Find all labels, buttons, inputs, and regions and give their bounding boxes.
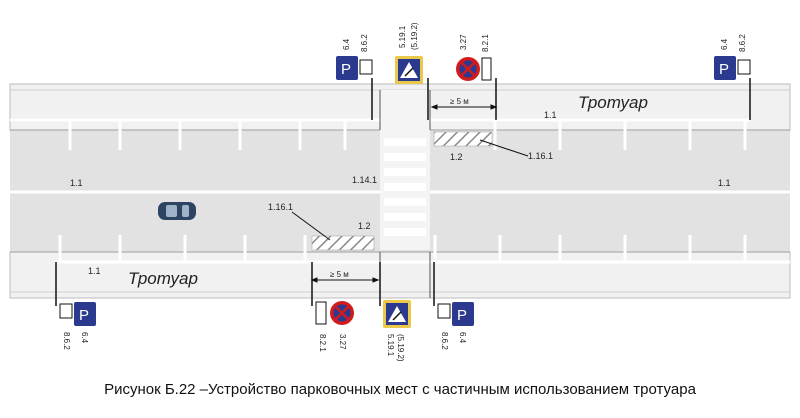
- sign-plate-parking-4: 8.6.2: [440, 332, 449, 350]
- no-stopping-sign-icon: [456, 57, 492, 81]
- parking-stalls-bottom: [58, 235, 747, 262]
- distance-label-top: ≥ 5 м: [450, 97, 469, 106]
- marking-label-center-right: 1.1: [718, 178, 731, 188]
- crosswalk-sign-icon: [395, 56, 423, 84]
- svg-text:P: P: [719, 61, 729, 78]
- car-icon: [158, 202, 196, 220]
- no-stopping-sign-icon: [315, 301, 354, 325]
- svg-text:P: P: [341, 61, 351, 78]
- marking-label-parking-top: 1.2: [450, 152, 463, 162]
- sign-code-parking-4: 6.4: [458, 332, 467, 344]
- marking-label-top-line: 1.1: [544, 110, 557, 120]
- sign-code-parking-3: 6.4: [80, 332, 89, 344]
- sidewalk-label-top: Тротуар: [578, 93, 648, 112]
- sign-code-crossing-top: 5.19.1: [398, 25, 407, 48]
- sign-posts-bottom: [55, 262, 435, 306]
- marking-label-hatch-top: 1.16.1: [528, 151, 553, 161]
- leader-hatch-bottom: [291, 211, 331, 241]
- sign-code-parking-1: 6.4: [342, 38, 351, 50]
- sign-plate-parking-3: 8.6.2: [62, 332, 71, 350]
- hatch-zone-top: [433, 131, 493, 147]
- parking-sign-icon: P: [59, 302, 96, 326]
- sidewalk-label-bottom: Тротуар: [128, 269, 198, 288]
- sign-code-parking-2: 6.4: [720, 38, 729, 50]
- sign-code-crossing-bottom: 5.19.1: [386, 334, 395, 357]
- marking-label-bottom-line: 1.1: [88, 266, 101, 276]
- parking-sign-icon: P: [336, 56, 373, 80]
- marking-label-crosswalk: 1.14.1: [352, 175, 377, 185]
- sign-posts-top: [371, 78, 751, 120]
- crosswalk: [380, 90, 430, 250]
- sign-code-no-stop-top: 3.27: [459, 34, 468, 50]
- sign-alt-crossing-bottom: (5.19.2): [396, 334, 405, 362]
- sign-plate-parking-2: 8.6.2: [738, 34, 747, 52]
- distance-label-bottom: ≥ 5 м: [330, 270, 349, 279]
- svg-text:P: P: [79, 307, 89, 324]
- hatch-zone-bottom: [311, 235, 375, 251]
- figure-caption: Рисунок Б.22 –Устройство парковочных мес…: [104, 381, 696, 398]
- crosswalk-sign-icon: [383, 300, 411, 328]
- leader-hatch-top: [479, 139, 529, 157]
- distance-dimension-top: [430, 104, 498, 110]
- sign-plate-no-stop-top: 8.2.1: [481, 34, 490, 52]
- sign-code-no-stop-bottom: 3.27: [338, 334, 347, 350]
- marking-label-hatch-bottom: 1.16.1: [268, 202, 293, 212]
- sign-plate-parking-1: 8.6.2: [360, 34, 369, 52]
- bottom-sidewalk: [9, 251, 791, 299]
- marking-label-center-left: 1.1: [70, 178, 83, 188]
- marking-label-parking-bottom: 1.2: [358, 221, 371, 231]
- sign-plate-no-stop-bottom: 8.2.1: [318, 334, 327, 352]
- parking-sign-icon: P: [437, 302, 474, 326]
- parking-layout-diagram: ≥ 5 м ≥ 5 м Тротуар Тротуар 1.1 1.1 1.1 …: [9, 22, 791, 362]
- svg-text:P: P: [457, 307, 467, 324]
- parking-sign-icon: P: [714, 56, 751, 80]
- parking-stalls-top: [68, 120, 747, 150]
- distance-dimension-bottom: [310, 277, 380, 283]
- sign-alt-crossing-top: (5.19.2): [410, 22, 419, 50]
